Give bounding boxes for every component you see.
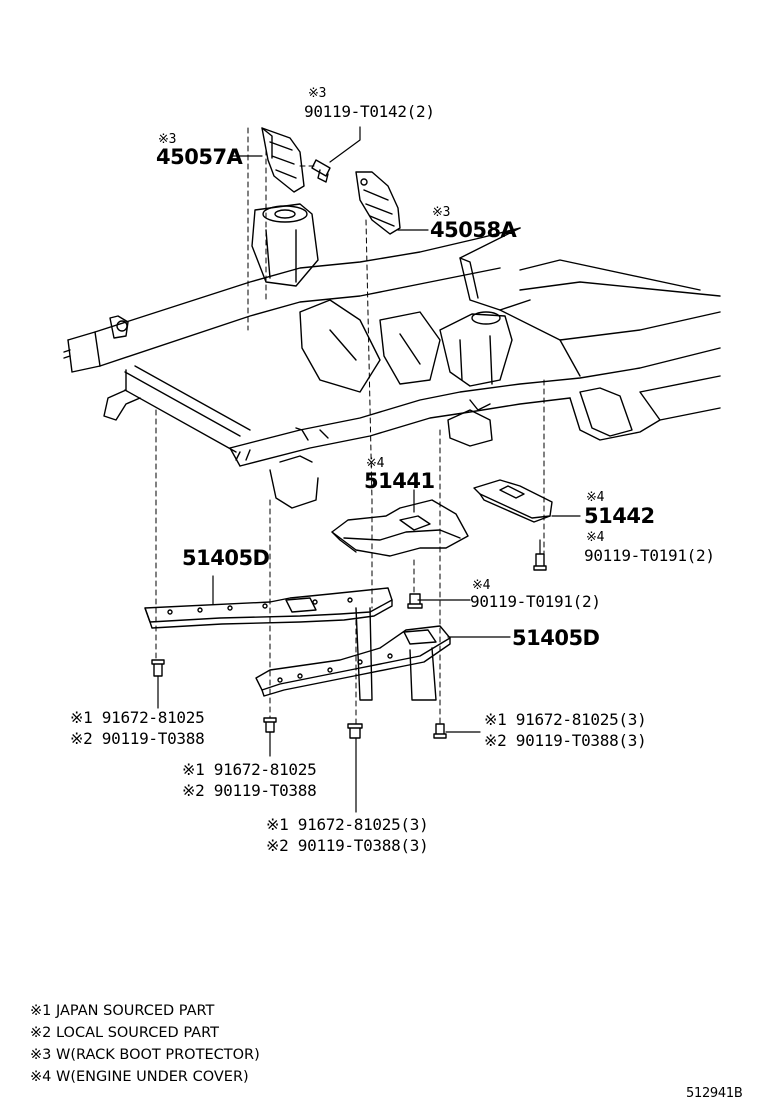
bolts: [151, 553, 547, 739]
frame-right-rail: [229, 347, 721, 467]
bolt-90119-t0142: [311, 159, 331, 183]
footnote-2: ※2 LOCAL SOURCED PART: [30, 1025, 219, 1041]
callout-bolt-center-line1: ※1 91672-81025: [182, 760, 317, 779]
callout-bolt-left-line2: ※2 90119-T0388: [70, 729, 205, 748]
part-51441-engine-under-cover: [331, 499, 469, 557]
callout-45058a-mark: ※3: [432, 205, 451, 220]
leader-lines: [157, 126, 581, 813]
callout-45057a-mark: ※3: [158, 132, 177, 147]
footnotes: ※1 JAPAN SOURCED PART ※2 LOCAL SOURCED P…: [30, 1000, 260, 1088]
callout-90119-t0191-a-part: 90119-T0191(2): [584, 546, 715, 565]
tow-hooks: [103, 369, 329, 509]
callout-51441-part: 51441: [364, 469, 435, 493]
callout-51405d-left-part: 51405D: [182, 546, 270, 570]
diagram-code: 512941B: [686, 1086, 743, 1101]
part-45057a-bracket: [261, 127, 305, 193]
footnote-3: ※3 W(RACK BOOT PROTECTOR): [30, 1047, 260, 1063]
frame-left-rail: [63, 227, 521, 373]
callout-45058a-part: 45058A: [430, 218, 517, 242]
part-51442-engine-under-cover: [473, 479, 553, 523]
footnote-1: ※1 JAPAN SOURCED PART: [30, 1003, 215, 1019]
callout-51441-mark: ※4: [366, 456, 385, 471]
callout-90119-t0191-a-mark: ※4: [586, 530, 605, 545]
dashed-reference-lines: [155, 127, 545, 725]
part-51405d-right-plate: [255, 607, 451, 701]
callout-90119-t0142-part: 90119-T0142(2): [304, 102, 435, 121]
callout-90119-t0142-mark: ※3: [308, 86, 327, 101]
callout-bolt-right-line1: ※1 91672-81025(3): [484, 710, 647, 729]
suspension-towers: [251, 203, 513, 447]
callout-bolt-center-line2: ※2 90119-T0388: [182, 781, 317, 800]
callout-51442-part: 51442: [584, 504, 655, 528]
footnote-4: ※4 W(ENGINE UNDER COVER): [30, 1069, 249, 1085]
callout-bolt-bottom-line2: ※2 90119-T0388(3): [266, 836, 429, 855]
callout-90119-t0191-b-mark: ※4: [472, 578, 491, 593]
callout-bolt-bottom-line1: ※1 91672-81025(3): [266, 815, 429, 834]
callout-bolt-right-line2: ※2 90119-T0388(3): [484, 731, 647, 750]
part-51405d-left-plate: [144, 587, 393, 629]
callout-45057a-part: 45057A: [156, 145, 243, 169]
callout-90119-t0191-b-part: 90119-T0191(2): [470, 592, 601, 611]
callout-51405d-right-part: 51405D: [512, 626, 600, 650]
frame-crossmember: [124, 227, 721, 453]
part-45058a-bracket: [355, 171, 401, 235]
callout-51442-mark: ※4: [586, 490, 605, 505]
callout-bolt-left-line1: ※1 91672-81025: [70, 708, 205, 727]
